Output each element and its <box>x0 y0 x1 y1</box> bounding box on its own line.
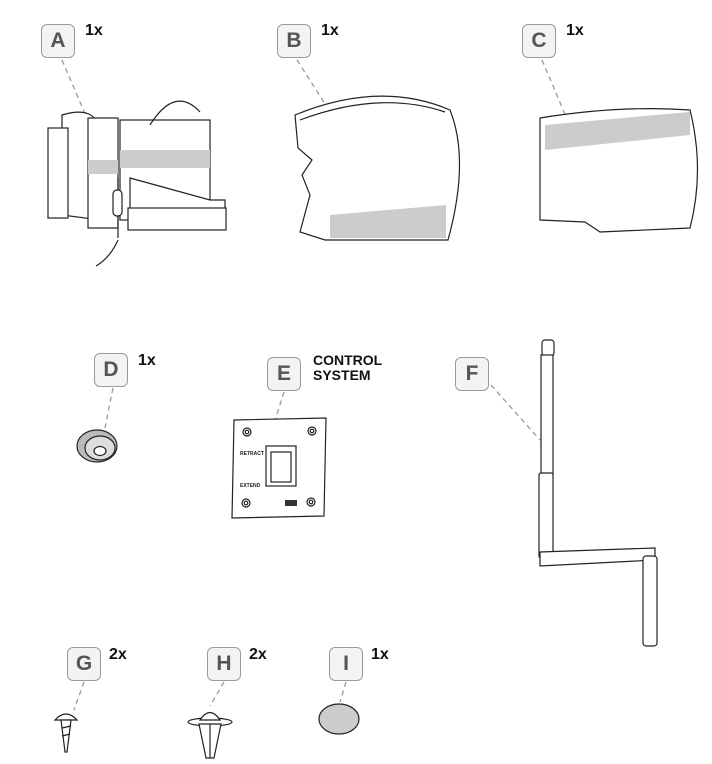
control-line: CONTROL <box>313 352 383 368</box>
qty-g: 2x <box>109 646 127 663</box>
qty-d: 1x <box>138 352 156 369</box>
control-system-label: CONTROL SYSTEM <box>313 353 382 383</box>
part-i-cap-drawing <box>318 703 360 735</box>
part-d-grommet-drawing <box>76 429 118 463</box>
part-a-motor-drawing <box>47 100 227 267</box>
label-h: H <box>207 647 241 681</box>
part-h-rivet-drawing <box>187 711 233 759</box>
extend-label: EXTEND <box>240 483 261 489</box>
part-f-crank-handle-drawing <box>538 339 658 647</box>
qty-h: 2x <box>249 646 267 663</box>
retract-label: RETRACT <box>240 451 264 457</box>
label-g: G <box>67 647 101 681</box>
part-b-cover-drawing <box>294 95 461 241</box>
label-i: I <box>329 647 363 681</box>
label-d: D <box>94 353 128 387</box>
label-c: C <box>522 24 556 58</box>
system-line: SYSTEM <box>313 367 371 383</box>
qty-a: 1x <box>85 22 103 39</box>
qty-c: 1x <box>566 22 584 39</box>
part-c-cover-drawing <box>539 108 699 233</box>
part-e-control-panel-drawing <box>231 417 327 519</box>
label-a: A <box>41 24 75 58</box>
label-e: E <box>267 357 301 391</box>
qty-b: 1x <box>321 22 339 39</box>
label-f: F <box>455 357 489 391</box>
part-g-screw-drawing <box>53 713 79 753</box>
qty-i: 1x <box>371 646 389 663</box>
label-b: B <box>277 24 311 58</box>
